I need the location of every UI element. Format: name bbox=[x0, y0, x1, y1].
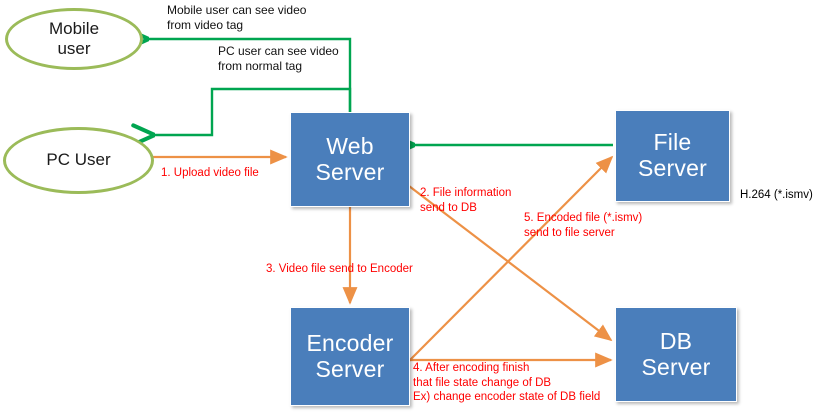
edge-webserver-to-dbserver bbox=[408, 185, 613, 342]
flow-label-1-upload-video-file: 1. Upload video file bbox=[161, 167, 259, 179]
node-db-server[interactable]: DB Server bbox=[615, 307, 737, 402]
note-mobile-playback: Mobile user can see video from video tag bbox=[167, 3, 307, 33]
actor-mobile-user[interactable]: Mobile user bbox=[5, 8, 143, 70]
actor-pc-user[interactable]: PC User bbox=[3, 127, 154, 194]
node-web-server-label: Web Server bbox=[315, 132, 385, 185]
node-file-server-label: File Server bbox=[638, 129, 707, 181]
edge-encoderserver-to-fileserver bbox=[408, 155, 614, 362]
flow-label-5-encoded-file-send-to-file-server: 5. Encoded file (*.ismv) send to file se… bbox=[524, 212, 643, 239]
node-encoder-server[interactable]: Encoder Server bbox=[290, 307, 410, 406]
actor-pc-user-label: PC User bbox=[46, 150, 111, 170]
flow-label-3-video-file-send-to-encoder: 3. Video file send to Encoder bbox=[266, 263, 413, 275]
actor-mobile-user-label: Mobile user bbox=[48, 18, 100, 58]
edge-webserver-to-mobile-user bbox=[146, 39, 352, 112]
note-codec-format: H.264 (*.ismv) bbox=[740, 189, 813, 201]
flow-label-2-file-information-send-to-db: 2. File information send to DB bbox=[420, 187, 512, 214]
edge-webserver-to-pc-user bbox=[152, 87, 352, 135]
flow-label-4-after-encoding-finish: 4. After encoding finish that file state… bbox=[413, 362, 601, 404]
node-web-server[interactable]: Web Server bbox=[290, 112, 410, 207]
node-encoder-server-label: Encoder Server bbox=[306, 329, 394, 382]
note-pc-playback: PC user can see video from normal tag bbox=[218, 44, 339, 74]
node-db-server-label: DB Server bbox=[641, 327, 711, 380]
node-file-server[interactable]: File Server bbox=[615, 110, 730, 202]
